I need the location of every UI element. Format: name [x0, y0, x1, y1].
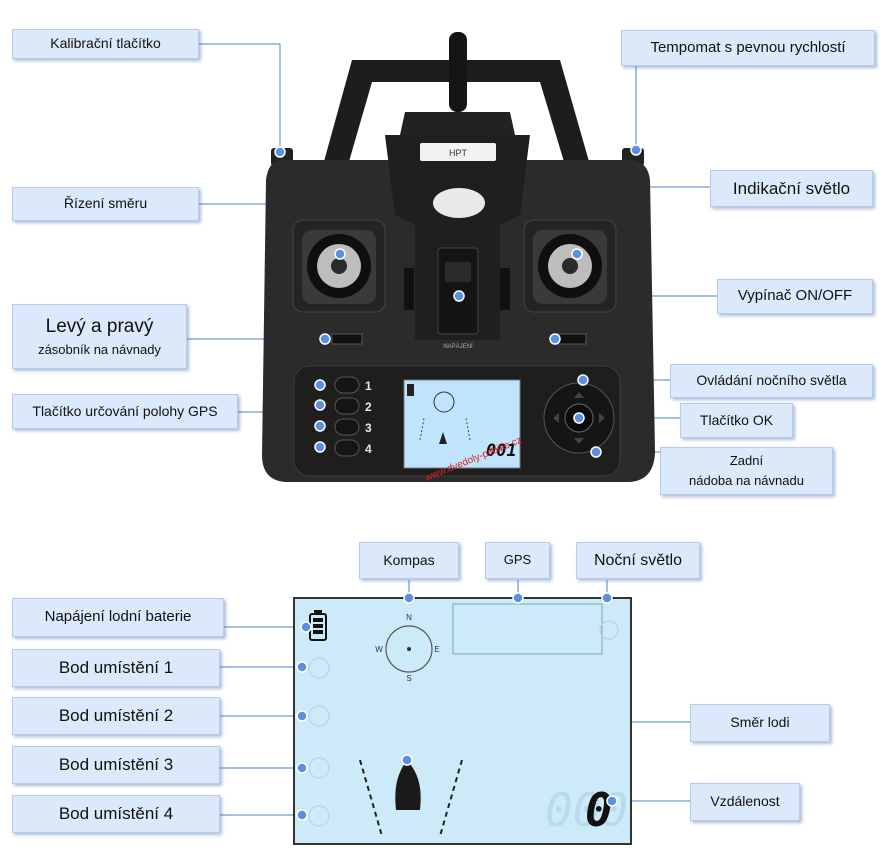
right-lane: [439, 759, 463, 837]
label-rear-bait: Zadní nádoba na návnadu: [660, 447, 833, 495]
marker-dot: [296, 661, 308, 673]
label-indicator: Indikační světlo: [710, 170, 873, 207]
button-number-2: 2: [365, 400, 372, 414]
label-calibration: Kalibrační tlačítko: [12, 29, 199, 59]
button-number-1: 1: [365, 379, 372, 393]
marker-dot: [296, 710, 308, 722]
marker-dot: [314, 399, 326, 411]
marker-dot: [549, 333, 561, 345]
compass-west: W: [375, 645, 383, 654]
marker-dot: [601, 592, 613, 604]
compass-east: E: [434, 645, 439, 654]
distance-digit: 0: [585, 783, 613, 837]
label-gps-button: Tlačítko určování polohy GPS: [12, 394, 238, 429]
marker-dot: [512, 592, 524, 604]
label-gps: GPS: [485, 542, 550, 579]
marker-dot: [300, 621, 312, 633]
distance-ghost-digits: 000: [545, 783, 628, 837]
marker-dot: [314, 379, 326, 391]
label-power: Vypínač ON/OFF: [717, 279, 873, 314]
marker-dot: [334, 248, 346, 260]
label-bait: Levý a pravý zásobník na návnady: [12, 304, 187, 369]
marker-dot: [577, 374, 589, 386]
label-rear-line2: nádoba na návnadu: [689, 473, 804, 488]
model-plate: [420, 143, 496, 161]
button-number-3: 3: [365, 421, 372, 435]
remote-lcd-digits: 001: [486, 441, 517, 461]
marker-dot: [573, 412, 585, 424]
lcd-screen: [293, 597, 632, 845]
antenna: [449, 32, 467, 112]
compass-dial: [385, 625, 433, 673]
marker-dot: [296, 762, 308, 774]
power-switch-label: NAPÁJENÍ: [443, 343, 473, 350]
button-number-4: 4: [365, 442, 372, 456]
label-night-light-control: Ovládání nočního světla: [670, 364, 873, 398]
remote-controller: HPT NAPÁJENÍ 1 2 3 4 001 www.dvedoly-pit…: [262, 32, 655, 484]
marker-dot: [274, 146, 286, 158]
compass-south: S: [406, 674, 411, 683]
marker-dot: [403, 592, 415, 604]
label-distance: Vzdálenost: [690, 783, 800, 821]
label-bait-line2: zásobník na návnady: [38, 342, 161, 358]
label-compass: Kompas: [359, 542, 459, 579]
label-ok-button: Tlačítko OK: [680, 403, 793, 438]
gps-area: [452, 603, 603, 655]
marker-dot: [319, 333, 331, 345]
label-rear-line1: Zadní: [729, 452, 764, 468]
label-boat-direction: Směr lodi: [690, 704, 830, 742]
marker-dot: [590, 446, 602, 458]
label-cruise: Tempomat s pevnou rychlostí: [621, 30, 875, 66]
label-bait-line1: Levý a pravý: [45, 315, 154, 337]
label-point-4: Bod umístění 4: [12, 795, 220, 833]
marker-dot: [296, 809, 308, 821]
boat-icon: [395, 760, 421, 810]
label-point-3: Bod umístění 3: [12, 746, 220, 784]
label-point-2: Bod umístění 2: [12, 697, 220, 735]
indicator-lens: [433, 188, 485, 218]
marker-dot: [571, 248, 583, 260]
label-battery: Napájení lodní baterie: [12, 598, 224, 637]
marker-dot: [314, 420, 326, 432]
label-night-light: Noční světlo: [576, 542, 700, 579]
marker-dot: [453, 290, 465, 302]
marker-dot: [314, 441, 326, 453]
left-lane: [359, 759, 383, 837]
model-text: HPT: [449, 148, 468, 158]
marker-dot: [401, 754, 413, 766]
compass-north: N: [406, 613, 412, 622]
marker-dot: [630, 144, 642, 156]
label-point-1: Bod umístění 1: [12, 649, 220, 687]
marker-dot: [606, 795, 618, 807]
label-steering: Řízení směru: [12, 187, 199, 221]
